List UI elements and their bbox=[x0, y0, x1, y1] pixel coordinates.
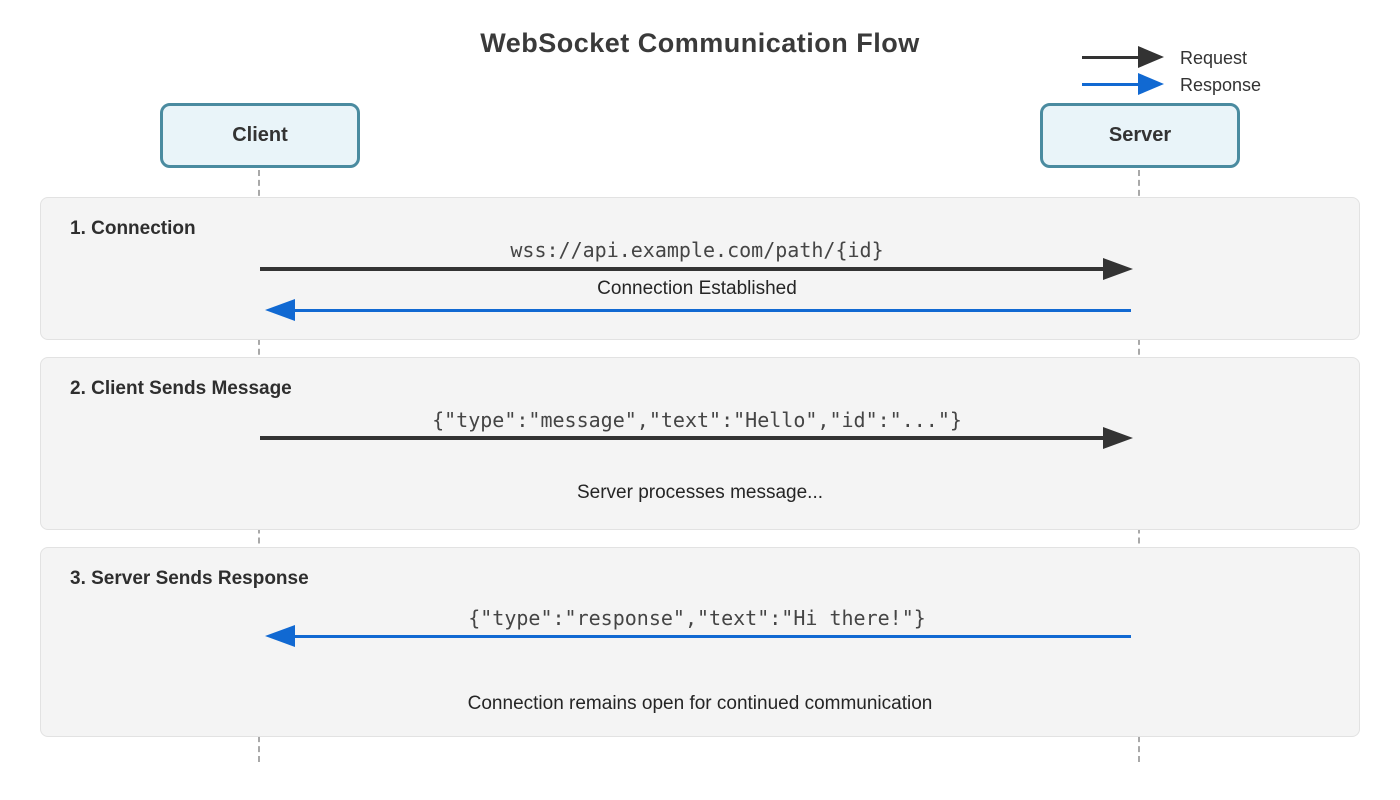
arrowhead-right-icon bbox=[1103, 258, 1133, 280]
client-message-request-arrow bbox=[260, 427, 1133, 449]
client-actor-label: Client bbox=[232, 124, 288, 146]
connection-established-label: Connection Established bbox=[597, 278, 797, 299]
section-connection-heading: 1. Connection bbox=[70, 218, 196, 239]
section-client-sends-message bbox=[40, 357, 1360, 530]
connection-response-arrow bbox=[265, 299, 1131, 321]
response-arrow-icon bbox=[1082, 83, 1140, 86]
arrowhead-right-icon bbox=[1103, 427, 1133, 449]
legend-response-row: Response bbox=[1082, 73, 1342, 97]
diagram-title: WebSocket Communication Flow bbox=[480, 28, 920, 58]
response-arrowhead-icon bbox=[1138, 73, 1164, 95]
connection-request-arrow bbox=[260, 258, 1133, 280]
request-arrowhead-icon bbox=[1138, 46, 1164, 68]
arrow-shaft bbox=[291, 309, 1131, 312]
server-response-payload-label: {"type":"response","text":"Hi there!"} bbox=[468, 606, 926, 630]
section-server-sends-response bbox=[40, 547, 1360, 737]
arrowhead-left-icon bbox=[265, 299, 295, 321]
arrowhead-left-icon bbox=[265, 625, 295, 647]
legend-request-label: Request bbox=[1180, 48, 1248, 68]
connection-open-note: Connection remains open for continued co… bbox=[467, 693, 933, 714]
server-actor-label: Server bbox=[1108, 124, 1172, 146]
arrow-shaft bbox=[260, 436, 1107, 440]
section-client-sends-message-heading: 2. Client Sends Message bbox=[70, 378, 292, 399]
legend-request-row: Request bbox=[1082, 46, 1342, 70]
client-message-payload-label: {"type":"message","text":"Hello","id":".… bbox=[432, 408, 962, 432]
request-arrow-icon bbox=[1082, 56, 1140, 59]
server-response-arrow bbox=[265, 625, 1131, 647]
server-processing-note: Server processes message... bbox=[576, 482, 824, 503]
arrow-shaft bbox=[291, 635, 1131, 638]
legend: Request Response bbox=[1082, 46, 1342, 102]
connection-url-label: wss://api.example.com/path/{id} bbox=[510, 238, 884, 262]
client-actor-box: Client bbox=[160, 103, 360, 168]
legend-response-label: Response bbox=[1180, 75, 1262, 95]
section-server-sends-response-heading: 3. Server Sends Response bbox=[70, 568, 309, 589]
arrow-shaft bbox=[260, 267, 1107, 271]
server-actor-box: Server bbox=[1040, 103, 1240, 168]
